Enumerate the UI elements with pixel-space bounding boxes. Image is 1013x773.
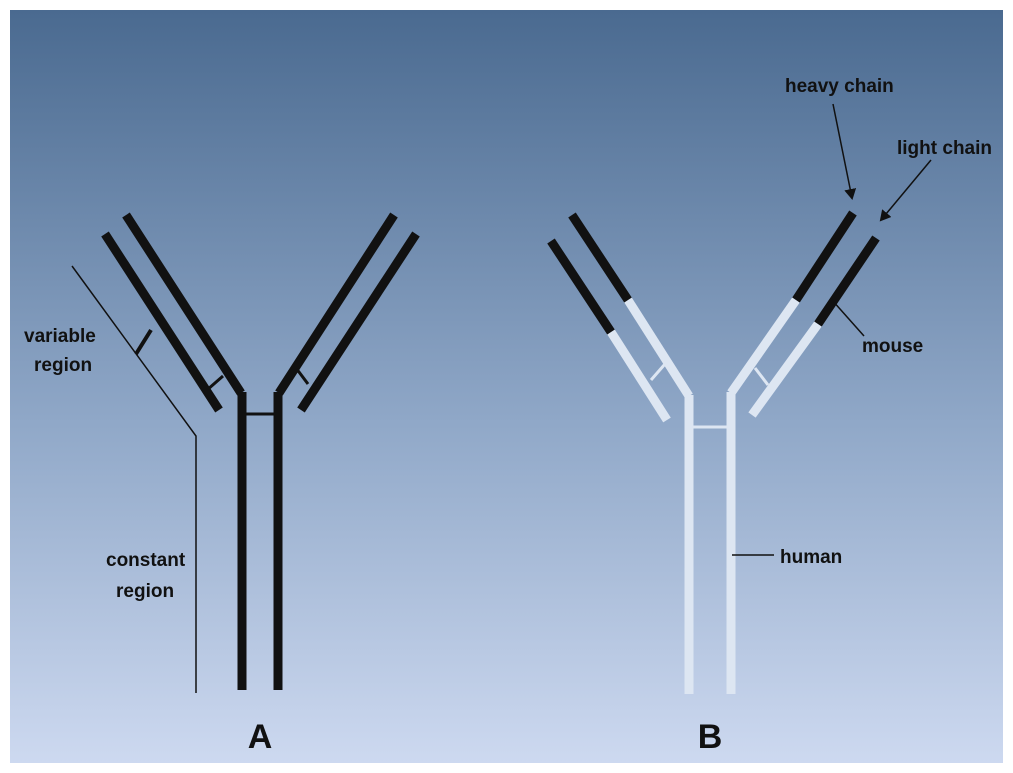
human-label: human <box>780 547 842 568</box>
variable-region-label: variable <box>24 326 96 347</box>
constant-region-label-line2: region <box>116 581 174 602</box>
heavy-chain-label: heavy chain <box>785 76 894 97</box>
slide-background <box>10 10 1003 763</box>
constant-region-label: constant <box>106 550 186 571</box>
light-chain-label: light chain <box>897 138 992 159</box>
caption-b: B <box>698 718 723 756</box>
variable-region-label-line2: region <box>34 355 92 376</box>
mouse-label: mouse <box>862 336 923 357</box>
caption-a: A <box>248 718 273 756</box>
